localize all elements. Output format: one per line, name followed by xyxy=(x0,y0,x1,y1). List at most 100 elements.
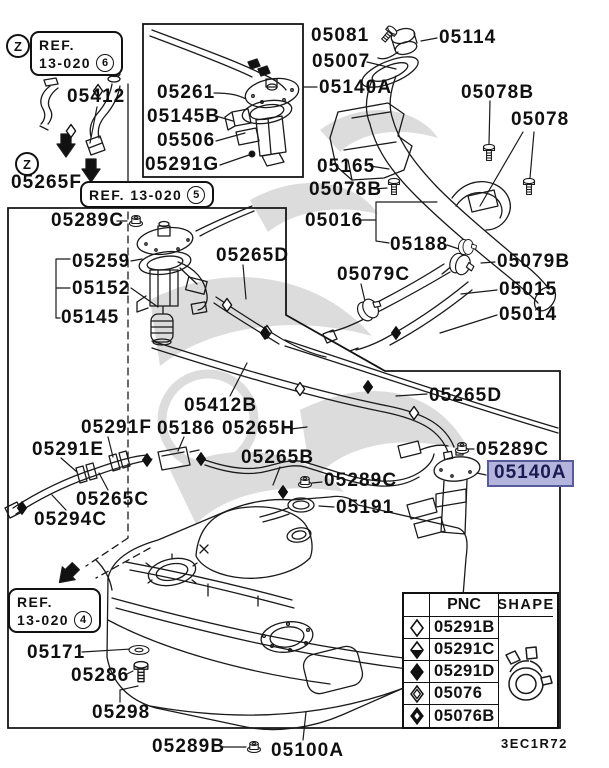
part-label-05291F[interactable]: 05291F xyxy=(81,417,153,438)
hose-05265f-drawing xyxy=(39,77,59,131)
part-label-05291G[interactable]: 05291G xyxy=(145,154,220,175)
part-label-05081[interactable]: 05081 xyxy=(311,25,370,46)
symbol-cell xyxy=(404,639,430,661)
diamond-filled-slot-icon xyxy=(409,706,424,726)
nut-icon xyxy=(246,740,262,754)
main-border xyxy=(7,23,561,729)
screw-icon xyxy=(133,660,149,683)
connector-z-symbol: Z xyxy=(6,34,30,58)
part-label-05265F[interactable]: 05265F xyxy=(11,172,83,193)
part-label-05079B[interactable]: 05079B xyxy=(497,251,571,272)
part-label-05078B[interactable]: 05078B xyxy=(309,179,383,200)
part-label-05165[interactable]: 05165 xyxy=(317,156,376,177)
fuel-hoses-drawing xyxy=(4,296,559,519)
screw-icon xyxy=(378,23,399,45)
part-label-05016[interactable]: 05016 xyxy=(305,210,364,231)
inset-box-border xyxy=(142,23,304,178)
part-label-05145[interactable]: 05145 xyxy=(61,307,120,328)
pnc-shape-table: PNC SHAPE 05291B 05291C 05291D 05076 050… xyxy=(402,592,559,729)
screw-icon xyxy=(387,177,401,196)
part-label-05265B[interactable]: 05265B xyxy=(241,447,315,468)
part-label-05078B[interactable]: 05078B xyxy=(461,82,535,103)
down-arrow-icon xyxy=(56,133,76,158)
pnc-cell[interactable]: 05076 xyxy=(430,683,499,705)
inset-pump-assembly-drawing xyxy=(149,29,300,167)
washer-icon xyxy=(128,644,150,656)
pnc-cell[interactable]: 05291C xyxy=(430,639,499,661)
ref-text: 13-020 xyxy=(17,612,69,629)
part-label-05298[interactable]: 05298 xyxy=(92,702,151,723)
part-label-05186[interactable]: 05186 xyxy=(157,418,216,439)
ref-circled-number: 5 xyxy=(187,186,206,205)
nut-icon xyxy=(297,475,313,489)
part-label-05007[interactable]: 05007 xyxy=(312,51,371,72)
part-label-05265D[interactable]: 05265D xyxy=(216,245,290,266)
diamond-outline-icon xyxy=(409,618,424,637)
fuel-gauge-pump-module-drawing xyxy=(136,205,255,346)
part-label-05145B[interactable]: 05145B xyxy=(147,106,221,127)
part-label-05079C[interactable]: 05079C xyxy=(337,264,411,285)
part-label-05188[interactable]: 05188 xyxy=(390,234,449,255)
fuel-tank-drawing xyxy=(95,495,468,731)
part-label-05261[interactable]: 05261 xyxy=(157,82,216,103)
part-label-05412[interactable]: 05412 xyxy=(67,86,126,107)
ref-box-13-020-6[interactable]: REF. 13-020 6 xyxy=(30,31,123,77)
reference-dashed-line xyxy=(85,211,151,579)
part-label-05265H[interactable]: 05265H xyxy=(222,418,296,439)
diamond-double-outline-icon xyxy=(409,684,424,703)
part-label-05265D[interactable]: 05265D xyxy=(429,385,503,406)
screw-icon xyxy=(482,143,496,162)
part-label-05289C[interactable]: 05289C xyxy=(476,439,550,460)
leader-lines xyxy=(51,37,535,748)
part-label-05289C[interactable]: 05289C xyxy=(51,210,125,231)
diamond-half-filled-icon xyxy=(409,640,424,659)
diamond-filled-icon xyxy=(409,662,424,681)
part-label-05289B[interactable]: 05289B xyxy=(152,736,226,757)
part-label-05171[interactable]: 05171 xyxy=(27,642,86,663)
watermark xyxy=(150,110,470,524)
pnc-cell[interactable]: 05291B xyxy=(430,617,499,639)
part-label-05078[interactable]: 05078 xyxy=(511,109,570,130)
part-label-05412B[interactable]: 05412B xyxy=(184,395,258,416)
pnc-cell[interactable]: 05076B xyxy=(430,705,499,727)
fuel-filter-drawing xyxy=(144,446,200,471)
hose-clamp-icon xyxy=(353,293,386,325)
part-label-05140A[interactable]: 05140A xyxy=(319,77,393,98)
hose-clamp-shape-drawing xyxy=(505,646,553,701)
part-label-05014[interactable]: 05014 xyxy=(499,304,558,325)
nut-icon xyxy=(128,214,144,228)
part-label-05506[interactable]: 05506 xyxy=(157,130,216,151)
ref-text: REF. xyxy=(17,594,53,610)
part-label-05140A-selected[interactable]: 05140A xyxy=(487,460,574,487)
part-label-05191[interactable]: 05191 xyxy=(336,497,395,518)
part-label-05265C[interactable]: 05265C xyxy=(76,489,150,510)
drawing-code: 3EC1R72 xyxy=(501,736,568,751)
part-label-05291E[interactable]: 05291E xyxy=(32,439,105,460)
ref-text: REF. 13-020 xyxy=(89,187,183,203)
part-label-05289C[interactable]: 05289C xyxy=(324,470,398,491)
down-left-arrow-icon xyxy=(52,559,83,590)
table-header-pnc: PNC xyxy=(430,594,499,617)
part-label-05259[interactable]: 05259 xyxy=(72,251,131,272)
part-label-05114[interactable]: 05114 xyxy=(439,27,497,48)
selected-pump-assembly-drawing xyxy=(397,440,481,539)
connector-z-symbol: Z xyxy=(15,152,39,176)
part-label-05152[interactable]: 05152 xyxy=(72,278,131,299)
part-label-05015[interactable]: 05015 xyxy=(499,279,558,300)
ref-box-13-020-5[interactable]: REF. 13-020 5 xyxy=(80,181,215,209)
table-header-shape: SHAPE xyxy=(499,594,553,617)
diamond-filled-icon xyxy=(390,325,402,341)
ref-text: 13-020 xyxy=(39,55,91,72)
part-label-05294C[interactable]: 05294C xyxy=(34,509,108,530)
hose-clamp-icon xyxy=(446,250,478,279)
part-label-05100A[interactable]: 05100A xyxy=(271,740,345,761)
ref-box-13-020-4[interactable]: REF. 13-020 4 xyxy=(8,588,101,634)
symbol-cell xyxy=(404,683,430,705)
screw-icon xyxy=(522,177,536,196)
hose-clamp-icon xyxy=(458,239,477,255)
symbol-cell xyxy=(404,705,430,727)
part-label-05286[interactable]: 05286 xyxy=(71,665,130,686)
pnc-cell[interactable]: 05291D xyxy=(430,661,499,683)
